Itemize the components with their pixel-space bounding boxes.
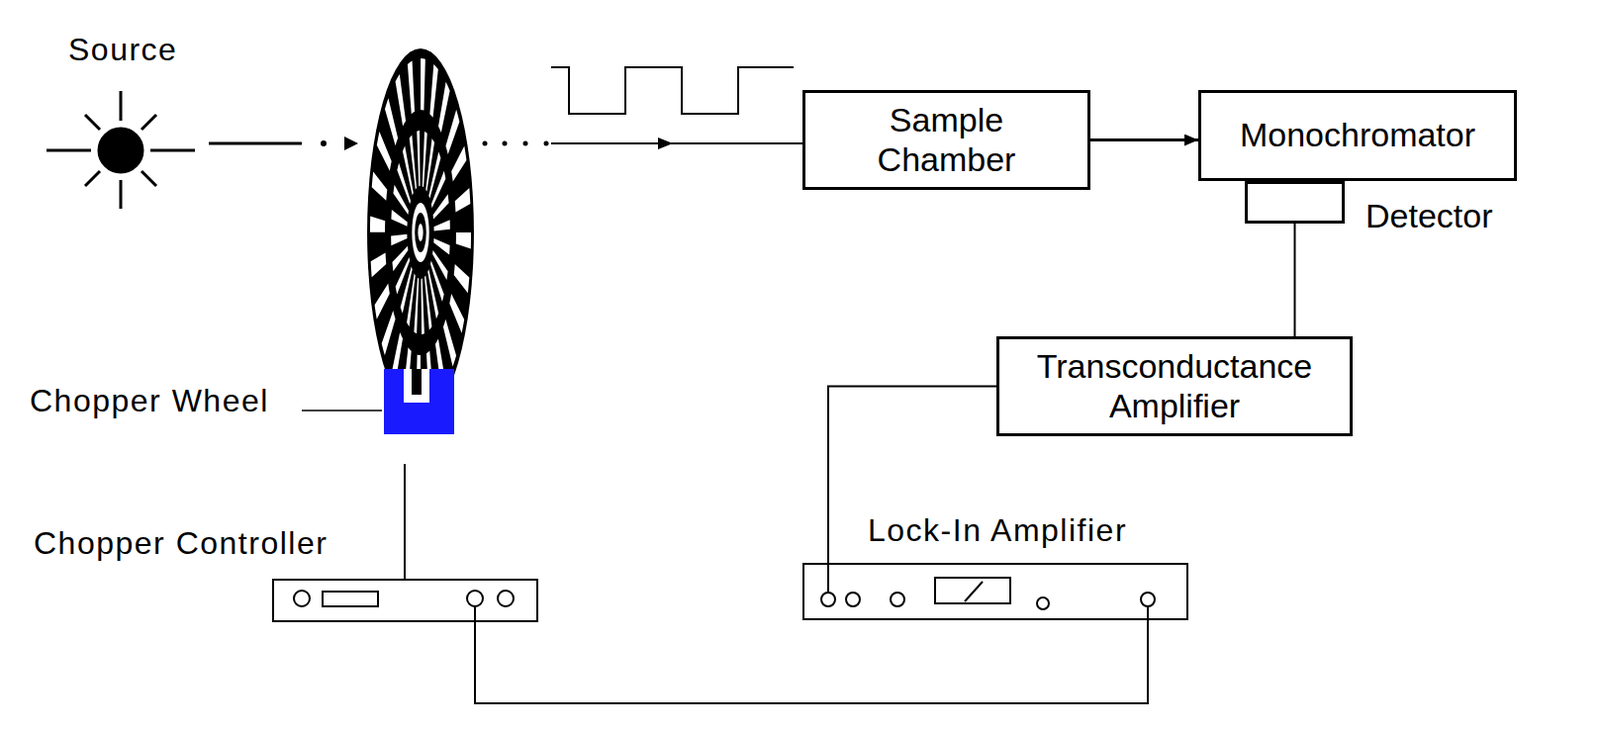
box-label: Sample Chamber (817, 100, 1076, 179)
device-label: Chopper Controller (33, 525, 296, 563)
connector (1090, 138, 1199, 142)
process-box: Monochromator (1198, 90, 1517, 182)
box-label: Monochromator (1239, 115, 1476, 155)
box-label: Transconductance Amplifier (1011, 347, 1338, 425)
controller-panel (293, 590, 514, 623)
chopper-wheel (367, 48, 474, 417)
device-label: Lock-In Amplifier (867, 512, 1128, 550)
square-wave (551, 67, 794, 114)
process-box: Transconductance Amplifier (996, 336, 1353, 437)
light-beam (208, 136, 359, 151)
process-box: Sample Chamber (802, 90, 1091, 190)
part-label: Chopper Wheel (29, 382, 270, 420)
wire (403, 464, 406, 579)
lock-in-panel (821, 563, 1155, 621)
instrument-box: Lock-In Amplifier (802, 563, 1189, 621)
connector (1294, 223, 1297, 337)
instrument-box: Chopper Controller (272, 578, 539, 623)
connector (474, 620, 1148, 704)
chopper-motor (383, 369, 455, 435)
device-label: Detector (1365, 196, 1460, 236)
light-source-symbol (46, 91, 195, 209)
detector-box: Detector (1244, 181, 1345, 224)
leader-line (301, 409, 382, 412)
part-label: Source (68, 31, 178, 69)
chopped-beam (482, 137, 804, 150)
